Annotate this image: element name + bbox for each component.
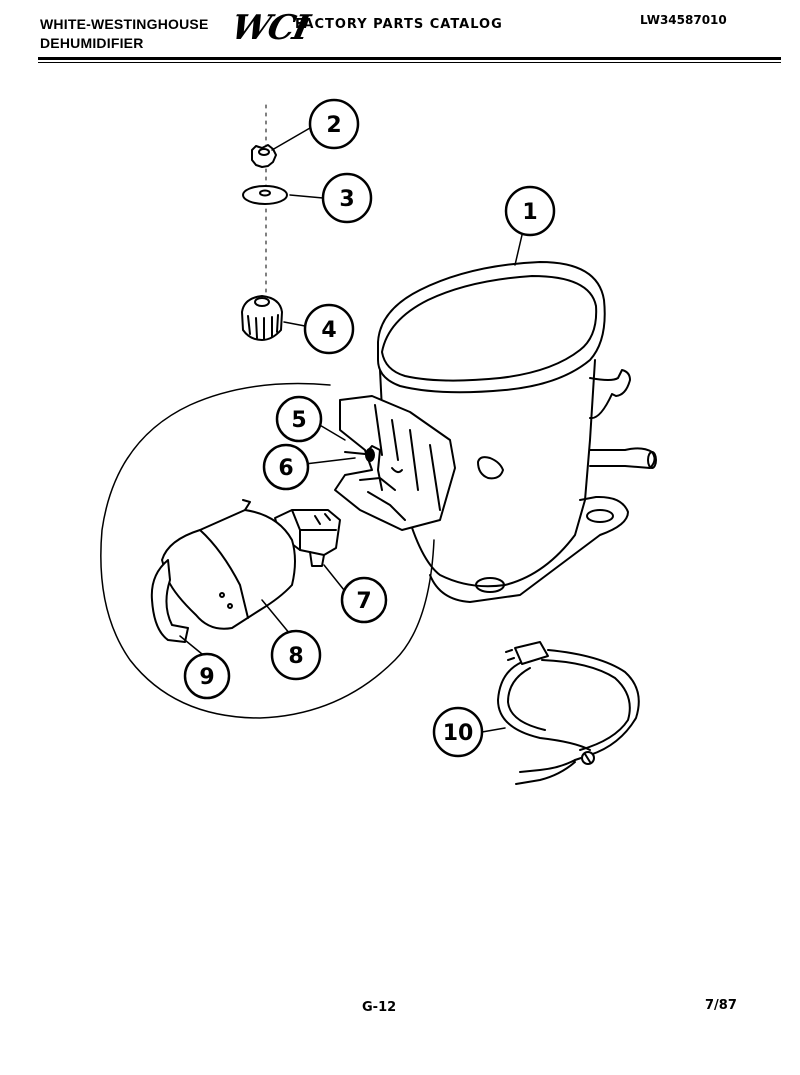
part-7-relay — [274, 509, 341, 567]
leader-3 — [289, 194, 324, 199]
catalog-date: 7/87 — [705, 998, 737, 1013]
leader-5 — [317, 423, 346, 441]
callout-2: 2 — [308, 98, 360, 150]
leader-lines — [179, 127, 523, 733]
part-9-clip — [150, 559, 189, 643]
callout-1: 1 — [504, 185, 556, 237]
leader-9 — [179, 635, 203, 655]
leader-6 — [304, 457, 356, 465]
callout-label-10: 10 — [443, 721, 474, 746]
brand-line-1: WHITE-WESTINGHOUSE — [40, 16, 209, 32]
page-number: G-12 — [362, 1000, 397, 1015]
part-2-nut — [251, 144, 277, 168]
callout-label-7: 7 — [356, 589, 371, 614]
part-8-cover — [161, 499, 296, 630]
model-code: LW34587010 — [640, 13, 727, 27]
catalog-title: FACTORY PARTS CATALOG — [295, 17, 503, 32]
callout-9: 9 — [183, 652, 231, 700]
callout-label-5: 5 — [291, 408, 306, 433]
callout-label-6: 6 — [278, 456, 293, 481]
callout-label-4: 4 — [321, 318, 336, 343]
callout-label-9: 9 — [199, 665, 214, 690]
leader-4 — [283, 321, 306, 327]
header-rule — [38, 57, 781, 60]
header-rule-thin — [38, 62, 781, 63]
leader-1 — [514, 234, 523, 266]
callout-label-3: 3 — [339, 187, 354, 212]
leader-2 — [271, 127, 311, 151]
callout-5: 5 — [275, 395, 323, 443]
part-1-compressor — [377, 261, 657, 603]
callout-10: 10 — [432, 706, 484, 758]
leader-8 — [261, 599, 291, 635]
part-5-bracket — [334, 395, 456, 531]
leader-7 — [323, 564, 345, 591]
brand-line-2: DEHUMIDIFIER — [40, 35, 144, 51]
part-3-washer — [242, 185, 288, 205]
exploded-view-circle — [100, 382, 435, 719]
part-4-grommet — [241, 295, 283, 341]
callout-label-8: 8 — [288, 644, 303, 669]
callout-4: 4 — [303, 303, 355, 355]
callout-label-1: 1 — [522, 200, 537, 225]
callout-3: 3 — [321, 172, 373, 224]
callout-label-2: 2 — [326, 113, 341, 138]
brand-name: WHITE-WESTINGHOUSE DEHUMIDIFIER — [40, 15, 208, 53]
leader-10 — [481, 727, 506, 733]
part-6-wire-clip — [344, 445, 403, 491]
callout-6: 6 — [262, 443, 310, 491]
callout-7: 7 — [340, 576, 388, 624]
part-10-power-cord — [497, 641, 640, 785]
callout-8: 8 — [270, 629, 322, 681]
